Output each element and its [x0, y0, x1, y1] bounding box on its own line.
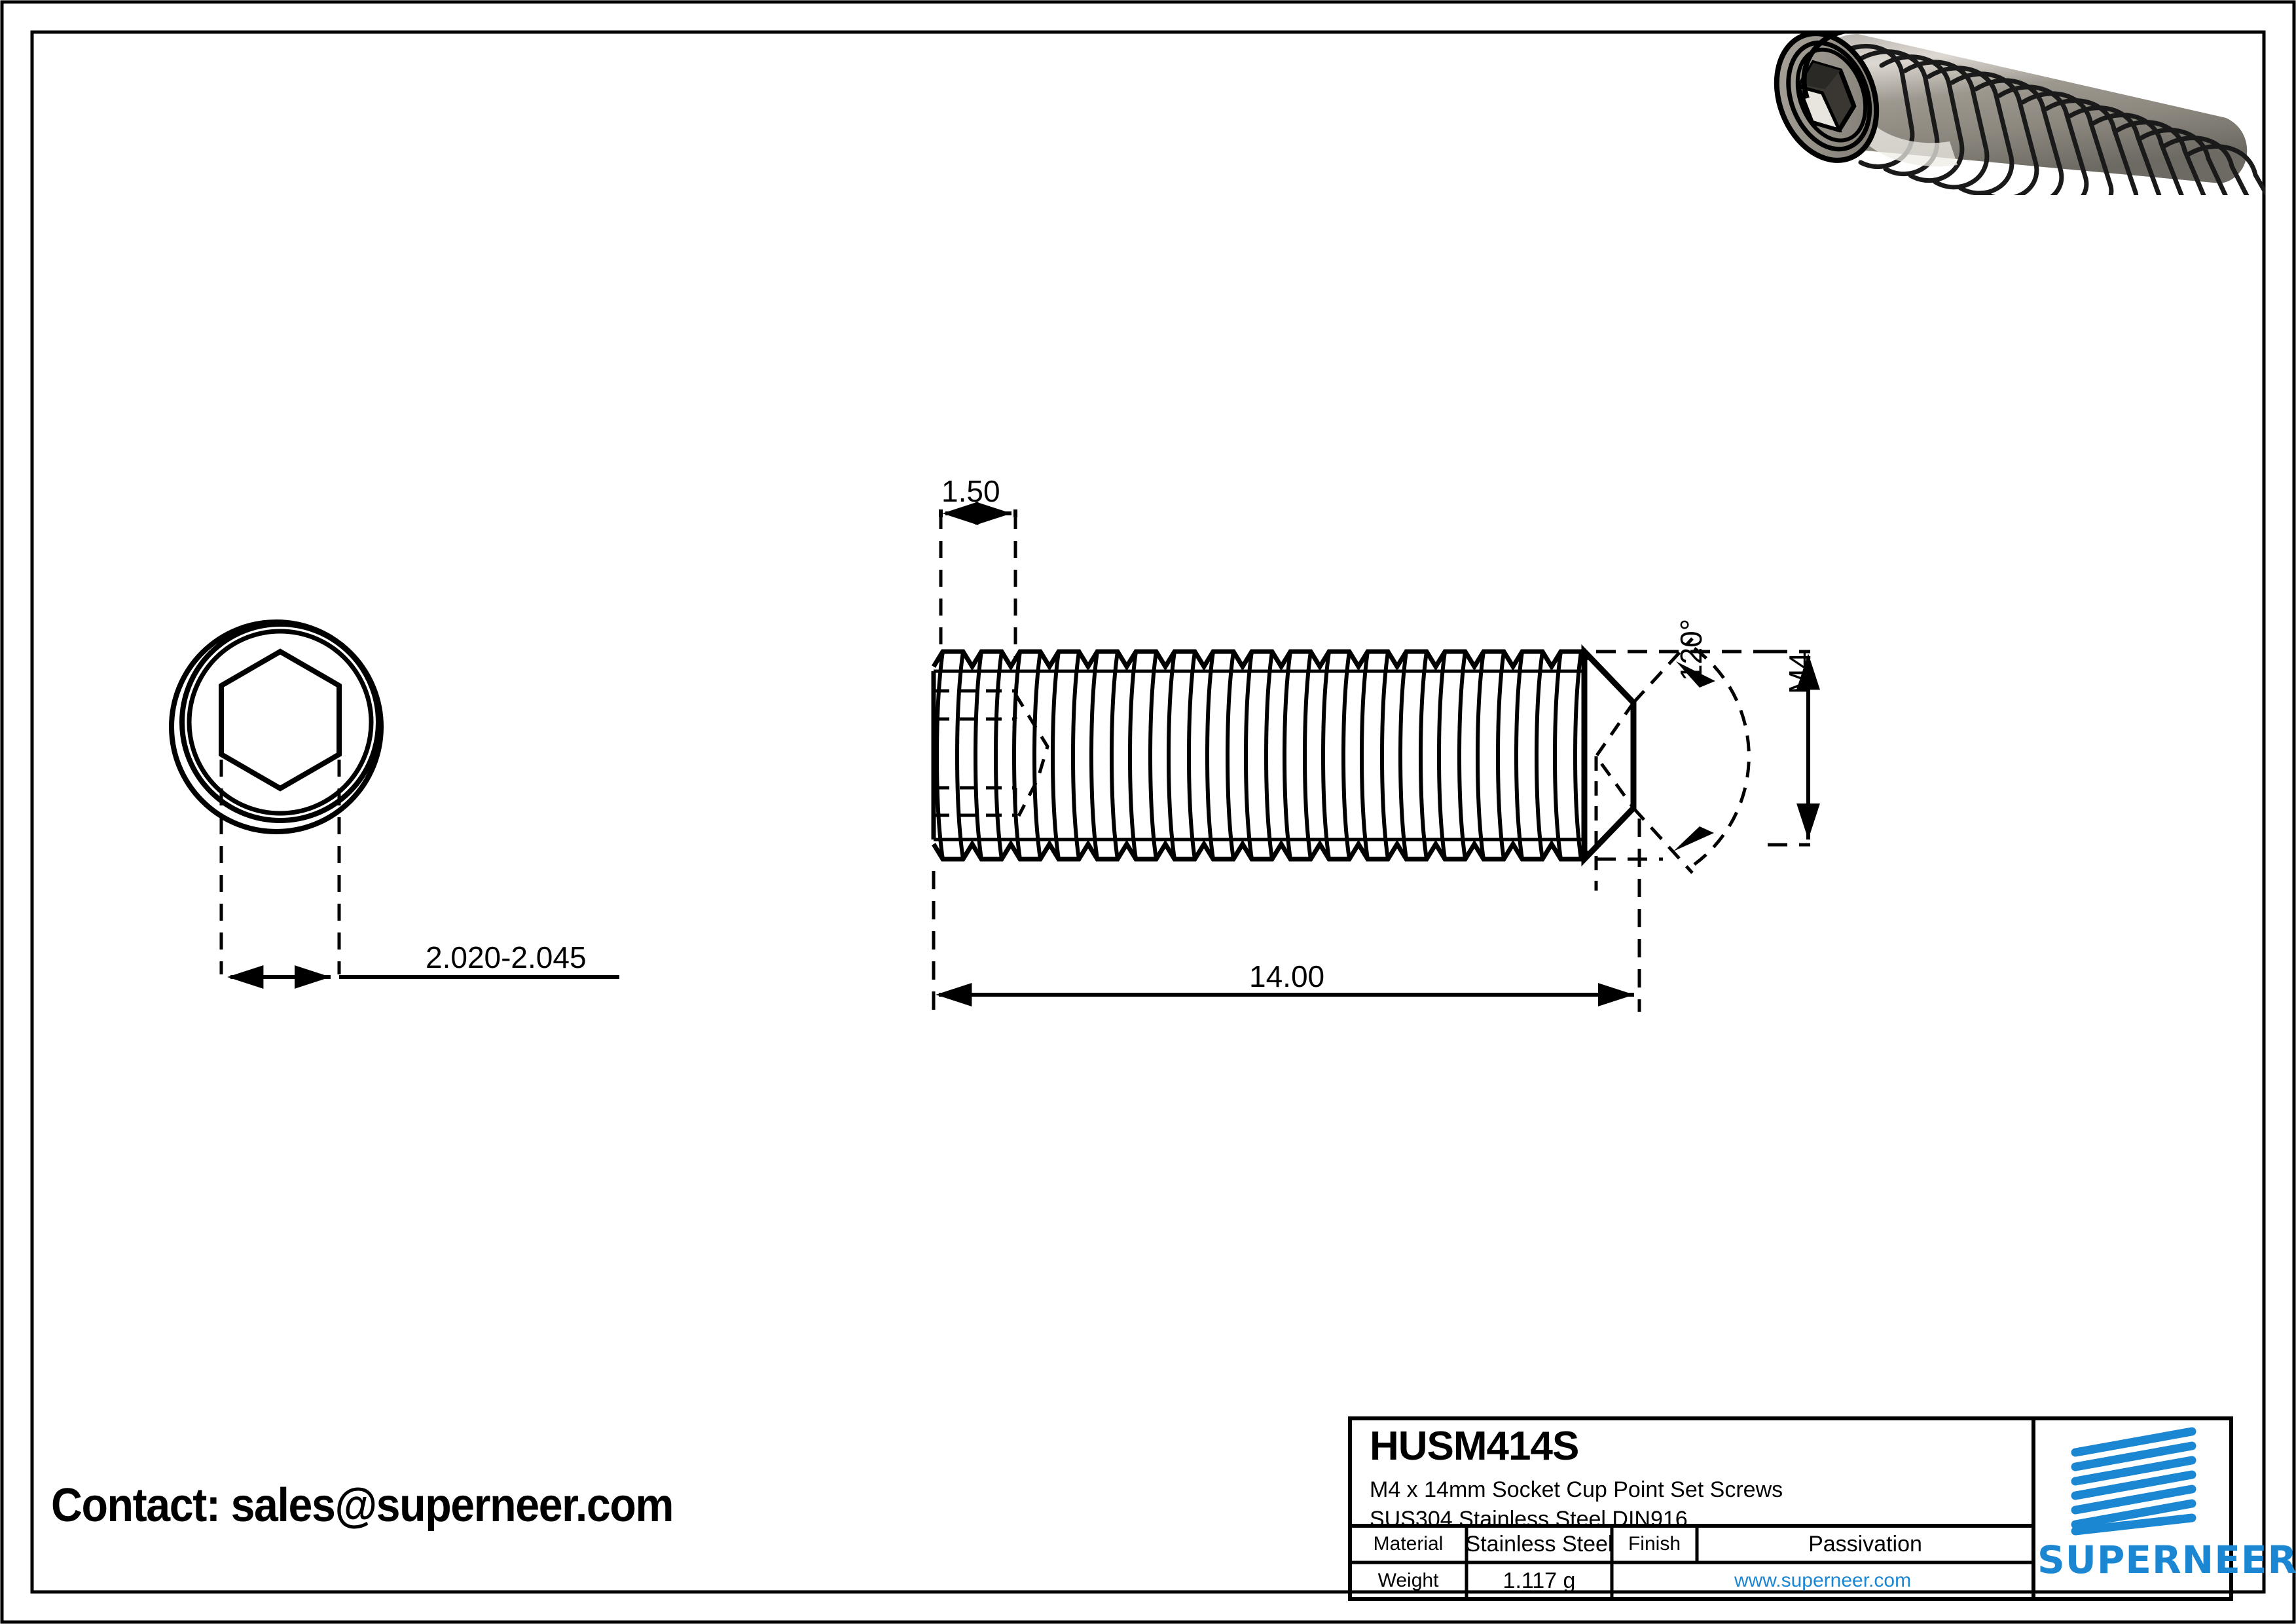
- cup-point: [1581, 644, 1637, 867]
- side-view: [931, 502, 1820, 1012]
- dimension-socket-depth: [939, 502, 1017, 661]
- thread-helix-lines: [935, 651, 1583, 860]
- weight-label: Weight: [1377, 1570, 1439, 1591]
- part-number: HUSM414S: [1370, 1424, 1579, 1469]
- dimension-overall-length: [932, 819, 1641, 1012]
- socket-bottom-taper: [1013, 693, 1049, 817]
- dimension-label-overall-length: 14.00: [1249, 959, 1325, 993]
- finish-value: Passivation: [1808, 1531, 1922, 1557]
- dimension-label-socket-depth: 1.50: [941, 474, 1000, 508]
- end-view: [169, 619, 619, 989]
- logo-mark-icon: [2071, 1427, 2196, 1536]
- material-value: Stainless Steel: [1465, 1531, 1613, 1557]
- finish-label: Finish: [1628, 1533, 1681, 1555]
- threaded-shank: [931, 649, 1589, 862]
- contact-text: Contact: sales@superneer.com: [51, 1479, 674, 1532]
- material-label: Material: [1373, 1533, 1444, 1555]
- part-description-line-2: SUS304 Stainless Steel DIN916: [1370, 1507, 1688, 1532]
- logo-wordmark: SUPERNEER: [2037, 1538, 2296, 1582]
- dimension-thread-size: [1768, 650, 1820, 847]
- dimension-cup-point-angle: [1594, 637, 1768, 891]
- part-description-line-1: M4 x 14mm Socket Cup Point Set Screws: [1370, 1477, 1783, 1502]
- dimension-label-socket-across-flats: 2.020-2.045: [426, 940, 587, 974]
- thread-crest-bottom: [932, 840, 1589, 862]
- dimension-label-thread-size: M4: [1783, 652, 1817, 694]
- title-block-frame: [1348, 1416, 2233, 1601]
- logo: SUPERNEER: [2037, 1422, 2296, 1599]
- thread-crest-top: [932, 649, 1589, 671]
- website-link[interactable]: www.superneer.com: [1734, 1570, 1912, 1591]
- iso-view: [1774, 33, 2265, 195]
- weight-value: 1.117 g: [1503, 1568, 1576, 1593]
- dimension-label-cup-point-angle: 120°: [1674, 618, 1708, 681]
